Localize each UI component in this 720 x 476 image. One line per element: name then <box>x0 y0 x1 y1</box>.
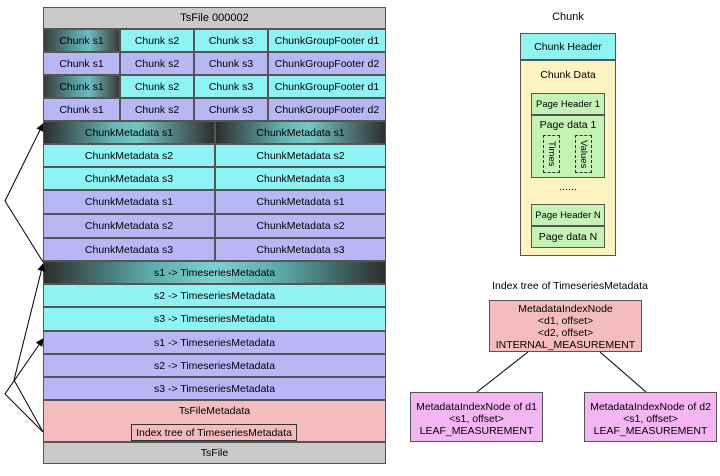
index-tree-box: Index tree of TimeseriesMetadata <box>131 424 297 441</box>
chunk-data-label: Chunk Data <box>540 69 596 81</box>
tsfile-metadata-label: TsFileMetadata <box>178 405 251 417</box>
chunk-cell: Chunk s2 <box>120 52 194 75</box>
root-node-line: <d1, offset> <box>537 315 594 327</box>
chunk-cell: Chunk s1 <box>43 98 120 121</box>
chunk-metadata-cell: ChunkMetadata s2 <box>43 144 215 167</box>
leaf-node-line: <s1, offset> <box>449 413 504 425</box>
chunk-cell: Chunk s1 <box>43 75 120 98</box>
chunk-group-footer-cell: ChunkGroupFooter d1 <box>268 29 386 52</box>
metadata-index-root-node: MetadataIndexNode <d1, offset> <d2, offs… <box>489 300 642 352</box>
chunk-metadata-cell: ChunkMetadata s3 <box>215 238 386 261</box>
page-header-n: Page Header N <box>531 204 605 226</box>
metadata-index-leaf-d1: MetadataIndexNode of d1 <s1, offset> LEA… <box>410 392 543 442</box>
chunk-cell: Chunk s1 <box>43 29 120 52</box>
chunk-cell: Chunk s1 <box>43 52 120 75</box>
chunk-metadata-cell: ChunkMetadata s2 <box>215 214 386 238</box>
timeseries-metadata-row: s2 -> TimeseriesMetadata <box>43 284 386 307</box>
chunk-data-ellipsis: ...... <box>559 181 577 193</box>
chunk-metadata-cell: ChunkMetadata s3 <box>43 238 215 261</box>
root-node-line: <d2, offset> <box>537 327 594 339</box>
chunk-metadata-cell: ChunkMetadata s2 <box>43 214 215 238</box>
chunk-metadata-cell: ChunkMetadata s1 <box>43 190 215 214</box>
chunk-cell: Chunk s3 <box>194 29 268 52</box>
tsfile-metadata-block: TsFileMetadata Index tree of TimeseriesM… <box>43 400 386 442</box>
metadata-index-leaf-d2: MetadataIndexNode of d2 <s1, offset> LEA… <box>584 392 717 442</box>
timeseries-metadata-row: s2 -> TimeseriesMetadata <box>43 354 386 377</box>
tsfile-title-bar: TsFile 000002 <box>43 7 386 29</box>
chunk-cell: Chunk s3 <box>194 75 268 98</box>
chunk-metadata-cell: ChunkMetadata s1 <box>215 121 386 144</box>
timeseries-metadata-row: s3 -> TimeseriesMetadata <box>43 307 386 331</box>
leaf-node-line: MetadataIndexNode of d1 <box>416 401 537 413</box>
timeseries-metadata-row: s3 -> TimeseriesMetadata <box>43 377 386 400</box>
chunk-header: Chunk Header <box>520 33 616 60</box>
index-tree-title: Index tree of TimeseriesMetadata <box>492 280 648 292</box>
leaf-node-line: <s1, offset> <box>623 413 678 425</box>
chunk-group-footer-cell: ChunkGroupFooter d2 <box>268 98 386 121</box>
page-header-1: Page Header 1 <box>531 93 605 115</box>
page-data-1: Page data 1 Times Values <box>531 115 605 178</box>
values-column: Values <box>575 135 592 173</box>
chunk-cell: Chunk s2 <box>120 98 194 121</box>
leaf-node-line: MetadataIndexNode of d2 <box>590 401 711 413</box>
timeseries-metadata-row: s1 -> TimeseriesMetadata <box>43 331 386 354</box>
chunk-title: Chunk <box>552 11 584 23</box>
arrow-to-timeseries-2 <box>13 263 46 433</box>
leaf-node-line: LEAF_MEASUREMENT <box>419 425 534 437</box>
arrow-to-chunk-metadata <box>4 123 44 263</box>
chunk-group-footer-cell: ChunkGroupFooter d2 <box>268 52 386 75</box>
chunk-data-block: Chunk Data Page Header 1 Page data 1 Tim… <box>520 60 616 256</box>
chunk-metadata-cell: ChunkMetadata s1 <box>43 121 215 144</box>
root-node-line: MetadataIndexNode <box>518 303 613 315</box>
page-data-1-label: Page data 1 <box>539 119 597 131</box>
times-column: Times <box>543 135 560 173</box>
chunk-cell: Chunk s2 <box>120 29 194 52</box>
chunk-metadata-cell: ChunkMetadata s3 <box>215 167 386 190</box>
page-data-n: Page data N <box>531 226 605 248</box>
timeseries-metadata-row: s1 -> TimeseriesMetadata <box>43 261 386 284</box>
chunk-cell: Chunk s3 <box>194 98 268 121</box>
root-node-line: INTERNAL_MEASUREMENT <box>495 339 636 351</box>
arrow-to-timeseries-1 <box>4 338 44 433</box>
chunk-cell: Chunk s3 <box>194 52 268 75</box>
leaf-node-line: LEAF_MEASUREMENT <box>593 425 708 437</box>
chunk-cell: Chunk s2 <box>120 75 194 98</box>
chunk-group-footer-cell: ChunkGroupFooter d1 <box>268 75 386 98</box>
chunk-metadata-cell: ChunkMetadata s3 <box>43 167 215 190</box>
chunk-metadata-cell: ChunkMetadata s1 <box>215 190 386 214</box>
tsfile-footer: TsFile <box>43 442 386 464</box>
tsfile-title: TsFile 000002 <box>180 12 249 24</box>
chunk-metadata-cell: ChunkMetadata s2 <box>215 144 386 167</box>
